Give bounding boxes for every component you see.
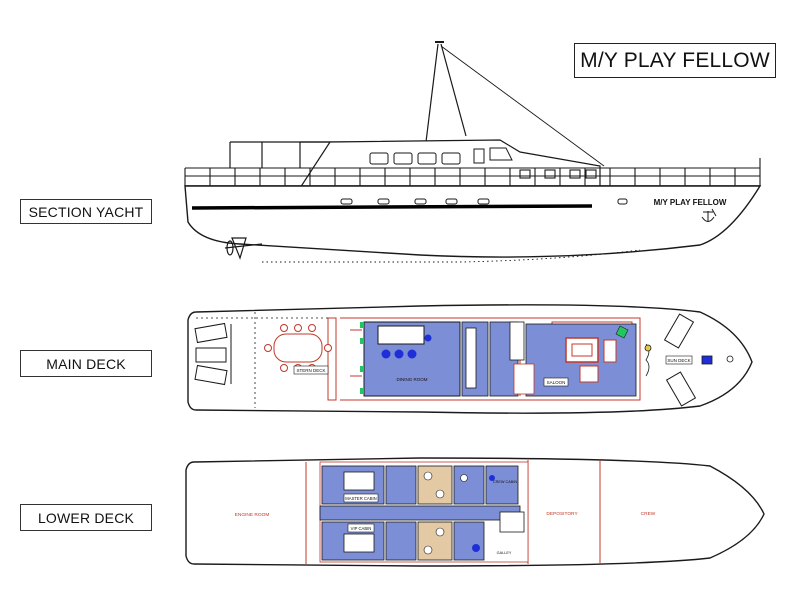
saloon-label: SALOON <box>547 380 566 385</box>
cabin-2-area <box>385 465 417 505</box>
lifebuoy-figure <box>644 343 652 377</box>
vip-cabin-label: VIP CABIN <box>351 526 372 531</box>
crew-cabin-area <box>453 465 485 505</box>
engine-room-label: ENGINE ROOM <box>235 512 270 518</box>
forward-cabin <box>485 465 519 505</box>
sun-deck-label: SUN DECK <box>667 358 690 363</box>
lower-stairs <box>499 511 525 533</box>
sunbeds-bow <box>663 313 697 407</box>
galley-area <box>453 521 485 561</box>
hull <box>184 185 762 258</box>
depository-label: DEPOSITORY <box>546 511 578 517</box>
portholes <box>340 198 628 205</box>
propeller-rudder <box>224 237 263 260</box>
sun-deck-tag <box>665 355 693 365</box>
green-doors <box>360 322 364 394</box>
saloon-sofa-inner <box>571 343 593 357</box>
mast <box>425 41 605 167</box>
bow-winch-icon <box>701 355 734 365</box>
sanitary-fixtures <box>423 471 468 555</box>
bathroom-1 <box>417 465 453 505</box>
keel-dotted-line <box>262 249 641 263</box>
lower-deck-label: LOWER DECK <box>20 504 152 531</box>
section-yacht-view <box>184 41 762 263</box>
mid-stair <box>465 327 477 389</box>
hull-stripe <box>191 204 593 210</box>
galley-label: GALLEY <box>497 551 512 555</box>
hull-name-text: M/Y PLAY FELLOW <box>654 198 727 207</box>
main-deck-label: MAIN DECK <box>20 350 152 377</box>
stern-deck-dashes <box>196 312 328 408</box>
vip-cabin-tag <box>347 523 375 533</box>
cabin-3-area <box>385 521 417 561</box>
superstructure-windows <box>369 147 513 165</box>
master-bed <box>343 471 375 491</box>
plant-icon <box>615 325 629 339</box>
bathroom-2 <box>417 521 453 561</box>
lower-deck-plan <box>185 457 765 567</box>
dining-room-label: DINING ROOM <box>397 377 428 382</box>
master-cabin-tag <box>343 493 379 503</box>
crew-label: CREW <box>641 511 656 517</box>
dining-chairs <box>381 334 432 359</box>
saloon-chair <box>579 365 599 383</box>
anchor-icon <box>701 208 717 222</box>
saloon-table <box>603 339 617 363</box>
blue-fittings <box>472 475 495 552</box>
stern-deck-tag <box>293 365 329 375</box>
corridor <box>319 505 521 521</box>
mid-cabinet <box>509 321 525 361</box>
saloon-stairs <box>513 363 535 395</box>
crew-cabin-label: CREW CABIN <box>493 480 518 484</box>
section-yacht-label: SECTION YACHT <box>20 199 152 224</box>
master-cabin-label: MASTER CABIN <box>345 496 376 501</box>
saloon-tag <box>543 377 569 387</box>
stern-deck-label: STERN DECK <box>296 368 325 373</box>
drawing-title: M/Y PLAY FELLOW <box>574 43 776 78</box>
sunbeds-stern <box>194 322 232 386</box>
dining-counter <box>377 325 425 345</box>
vip-bed <box>343 533 375 553</box>
